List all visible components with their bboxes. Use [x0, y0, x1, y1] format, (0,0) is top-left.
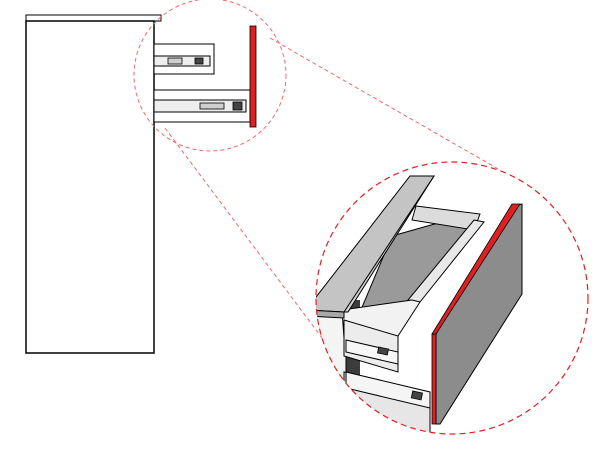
callout-line-lower [164, 127, 353, 379]
cabinet-body [25, 20, 155, 354]
drawer-front-edge-small [249, 25, 257, 128]
small-detail-view [133, 0, 287, 152]
lower-runner-slide [199, 102, 225, 110]
magnified-detail-circle [315, 161, 589, 435]
lower-runner-latch [232, 101, 243, 111]
callout-lines [164, 37, 501, 379]
worktop-edge [316, 309, 345, 319]
upper-runner-slide [167, 57, 183, 65]
drawer-front-edge-big [431, 333, 437, 425]
small-detail-circle [133, 0, 287, 152]
upper-runner-latch [194, 57, 204, 65]
lower-runner-latch-big [410, 390, 423, 401]
drawer-front-top-edge [431, 203, 521, 335]
cabinet-top-lip [25, 14, 162, 22]
cabinet-side-view [25, 14, 162, 354]
magnified-view [315, 161, 589, 435]
upper-runner-latch-big [377, 346, 389, 356]
callout-line-upper [269, 37, 501, 171]
